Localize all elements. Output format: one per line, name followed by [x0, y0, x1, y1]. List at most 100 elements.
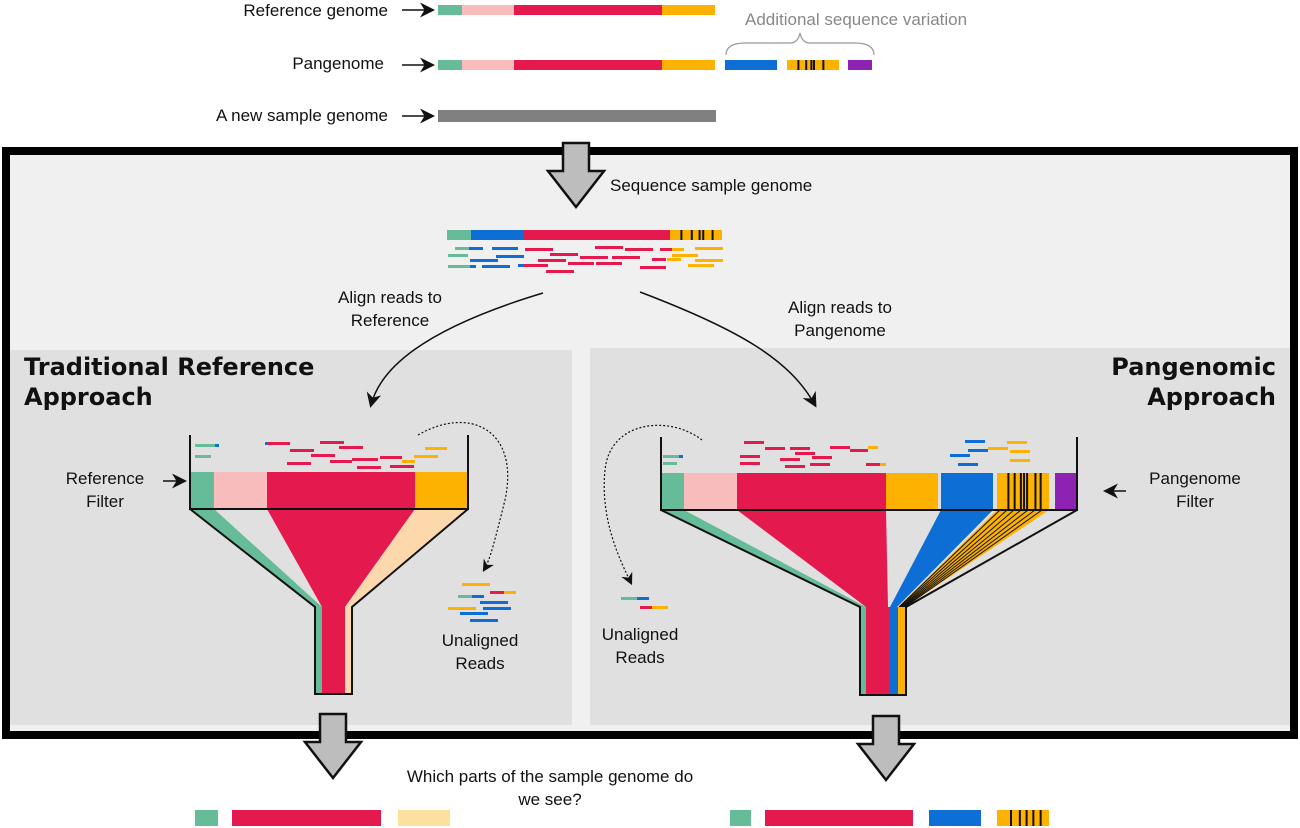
- left-result-segment: [398, 810, 450, 826]
- additional-variation-label: Additional sequence variation: [745, 10, 968, 29]
- left-result-segment: [195, 810, 218, 826]
- left-read: [265, 442, 268, 445]
- sample-read: [546, 270, 574, 273]
- variant-stripe: [797, 60, 800, 70]
- pangenome-filter-label-1: Pangenome: [1149, 469, 1241, 488]
- right-read: [744, 441, 764, 444]
- sample-read: [524, 264, 548, 267]
- right-read: [830, 446, 850, 449]
- sample-read: [612, 256, 640, 259]
- left-result-arrow: [302, 712, 364, 781]
- sample-read: [496, 255, 524, 258]
- reference-segment: [514, 5, 566, 15]
- left-unaligned-read: [458, 595, 472, 598]
- right-read: [866, 463, 880, 466]
- left-unaligned-read: [504, 591, 516, 594]
- left-unaligned-read: [460, 612, 488, 615]
- right-cone-variant-line: [903, 509, 1036, 608]
- sample-read: [580, 256, 608, 259]
- pangenome-segment: [462, 60, 514, 70]
- variant-stripe: [1039, 810, 1042, 826]
- right-read: [740, 455, 760, 458]
- sample-read: [448, 265, 470, 268]
- variant-stripe: [1013, 473, 1016, 509]
- left-read: [290, 449, 314, 452]
- ref-filter-segment: [190, 472, 214, 508]
- sample-read: [688, 264, 714, 267]
- left-read: [357, 466, 381, 469]
- left-unaligned-read: [470, 619, 498, 622]
- right-result-segment: [765, 810, 913, 826]
- right-read: [850, 449, 868, 452]
- right-read: [679, 455, 683, 458]
- variant-stripe: [711, 230, 714, 240]
- right-read: [1010, 450, 1030, 453]
- right-read: [795, 452, 815, 455]
- right-cone-variant-line: [904, 509, 1043, 608]
- variant-stripe: [805, 60, 808, 70]
- right-unaligned-label-2: Reads: [615, 648, 665, 667]
- pangenome-segment: [438, 60, 462, 70]
- pangenome-segment: [662, 60, 715, 70]
- right-read: [740, 462, 760, 465]
- pangenome-extra-blue: [725, 60, 777, 70]
- pan-filter-segment: [941, 473, 993, 509]
- traditional-title-2: Approach: [24, 383, 153, 411]
- right-read: [1010, 459, 1030, 462]
- sample-read: [455, 247, 469, 250]
- left-result-segment: [232, 810, 381, 826]
- variant-stripe: [1039, 473, 1042, 509]
- right-read: [880, 463, 886, 466]
- reference-filter-label-2: Filter: [86, 492, 124, 511]
- right-spout-orange: [898, 607, 905, 694]
- left-read: [311, 454, 335, 457]
- variant-stripe: [822, 60, 825, 70]
- variant-stripe: [1026, 473, 1029, 509]
- sample-read: [625, 248, 653, 251]
- sample-seg: [523, 230, 670, 240]
- sample-read: [640, 266, 666, 269]
- pan-filter-segment: [684, 473, 737, 509]
- sample-read: [448, 254, 468, 257]
- variant-stripe: [698, 230, 701, 240]
- left-unaligned-read: [472, 595, 484, 598]
- traditional-title-1: Traditional Reference: [24, 353, 315, 381]
- left-read: [402, 460, 415, 463]
- sample-read: [672, 248, 684, 251]
- right-funnel-cone: [660, 509, 1078, 696]
- left-read: [195, 444, 215, 447]
- sample-read: [667, 258, 681, 261]
- sequence-step-label: Sequence sample genome: [610, 176, 813, 195]
- variant-stripe: [1023, 473, 1025, 509]
- sample-read: [596, 262, 622, 265]
- left-unaligned-label-1: Unaligned: [441, 631, 519, 650]
- question-line-1: Which parts of the sample genome do: [406, 767, 694, 786]
- right-spout-green: [860, 607, 866, 694]
- right-cone-variant-line: [902, 509, 1029, 608]
- left-unaligned-read: [483, 607, 511, 610]
- right-read: [965, 440, 985, 443]
- right-read: [785, 465, 805, 468]
- pan-filter-segment: [886, 473, 938, 509]
- ref-filter-segment: [214, 472, 267, 508]
- left-spout-green: [316, 607, 322, 693]
- left-unaligned-read: [480, 601, 508, 604]
- right-read: [663, 462, 677, 465]
- align-pangenome-arrow: [639, 291, 817, 408]
- align-pangenome-label-2: Pangenome: [794, 321, 886, 340]
- right-read: [663, 455, 679, 458]
- pangenomic-title-1: Pangenomic: [1111, 353, 1276, 381]
- left-read: [414, 455, 438, 458]
- reference-segment: [566, 5, 618, 15]
- pangenome-segment: [514, 60, 566, 70]
- right-unaligned-label-1: Unaligned: [601, 625, 679, 644]
- reference-segment: [462, 5, 514, 15]
- right-read: [1007, 441, 1027, 444]
- pangenome-segment: [618, 60, 662, 70]
- right-unaligned-read: [637, 597, 649, 600]
- align-reference-arrow: [366, 292, 544, 408]
- sample-read: [538, 259, 566, 262]
- left-cone-green: [190, 509, 322, 607]
- reference-segment: [662, 5, 715, 15]
- sample-read: [525, 248, 553, 251]
